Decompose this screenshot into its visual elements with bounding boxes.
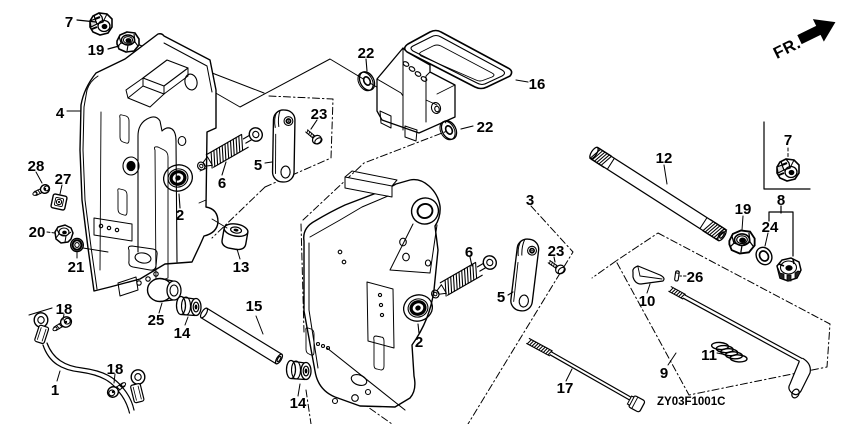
svg-text:1: 1 bbox=[51, 382, 59, 399]
svg-text:19: 19 bbox=[735, 201, 752, 218]
svg-text:14: 14 bbox=[174, 325, 191, 342]
svg-text:25: 25 bbox=[148, 312, 165, 329]
svg-text:28: 28 bbox=[28, 158, 45, 175]
svg-text:20: 20 bbox=[29, 224, 46, 241]
svg-text:27: 27 bbox=[55, 171, 72, 188]
svg-text:6: 6 bbox=[465, 244, 473, 261]
svg-text:23: 23 bbox=[311, 106, 328, 123]
svg-text:26: 26 bbox=[687, 269, 704, 286]
svg-text:14: 14 bbox=[290, 395, 307, 412]
svg-text:18: 18 bbox=[107, 361, 124, 378]
svg-text:23: 23 bbox=[548, 243, 565, 260]
svg-text:12: 12 bbox=[656, 150, 673, 167]
svg-text:10: 10 bbox=[639, 293, 656, 310]
svg-text:22: 22 bbox=[358, 45, 375, 62]
svg-text:ZY03F1001C: ZY03F1001C bbox=[657, 396, 725, 408]
svg-text:7: 7 bbox=[784, 132, 792, 149]
svg-text:16: 16 bbox=[529, 76, 546, 93]
svg-text:21: 21 bbox=[68, 259, 85, 276]
svg-text:22: 22 bbox=[477, 119, 494, 136]
svg-text:5: 5 bbox=[254, 157, 262, 174]
svg-text:8: 8 bbox=[777, 192, 785, 209]
svg-text:15: 15 bbox=[246, 298, 263, 315]
svg-text:2: 2 bbox=[176, 207, 184, 224]
svg-text:19: 19 bbox=[88, 42, 105, 59]
svg-text:18: 18 bbox=[56, 301, 73, 318]
svg-text:7: 7 bbox=[65, 14, 73, 31]
svg-text:24: 24 bbox=[762, 219, 779, 236]
svg-text:17: 17 bbox=[557, 380, 574, 397]
svg-text:2: 2 bbox=[415, 334, 423, 351]
svg-text:11: 11 bbox=[701, 347, 717, 364]
svg-text:4: 4 bbox=[56, 105, 65, 122]
svg-text:6: 6 bbox=[218, 175, 226, 192]
svg-text:5: 5 bbox=[497, 289, 505, 306]
svg-text:9: 9 bbox=[660, 365, 668, 382]
svg-text:3: 3 bbox=[526, 192, 534, 209]
svg-text:13: 13 bbox=[233, 259, 250, 276]
